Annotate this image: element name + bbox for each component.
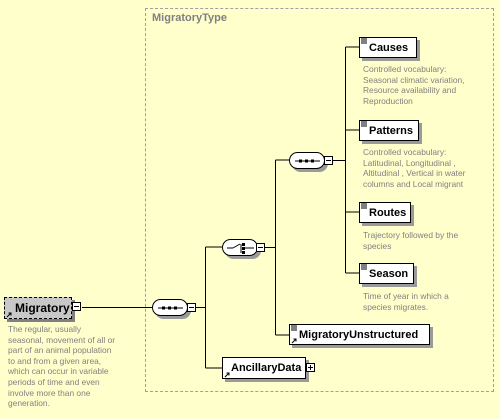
migratory-unstructured-label: MigratoryUnstructured <box>299 328 419 341</box>
routes-element[interactable]: Routes <box>359 202 411 223</box>
reference-arrow-icon <box>6 312 12 318</box>
collapse-icon[interactable] <box>187 303 196 312</box>
sequence-icon <box>295 159 320 163</box>
collapse-icon[interactable] <box>324 156 333 165</box>
attribute-lines-icon <box>361 264 367 270</box>
causes-documentation: Controlled vocabulary: Seasonal climatic… <box>363 64 465 106</box>
migratory-unstructured-element[interactable]: MigratoryUnstructured <box>289 324 430 345</box>
season-label: Season <box>369 267 409 280</box>
patterns-documentation: Controlled vocabulary: Latitudinal, Long… <box>363 147 466 189</box>
reference-arrow-icon <box>291 338 297 344</box>
collapse-icon[interactable] <box>256 243 265 252</box>
attribute-lines-icon <box>361 121 367 127</box>
season-element[interactable]: Season <box>359 263 414 284</box>
migratory-documentation: The regular, usually seasonal, movement … <box>8 324 116 409</box>
inner-sequence-compositor[interactable] <box>289 152 325 169</box>
expand-icon[interactable] <box>306 363 315 372</box>
attribute-lines-icon <box>361 38 367 44</box>
routes-documentation: Trajectory followed by the species <box>363 230 459 251</box>
patterns-label: Patterns <box>369 124 414 137</box>
sequence-compositor[interactable] <box>152 299 188 316</box>
patterns-element[interactable]: Patterns <box>359 120 419 141</box>
type-title: MigratoryType <box>152 12 227 24</box>
choice-compositor[interactable] <box>222 239 258 256</box>
ancillary-data-label: AncillaryData <box>231 362 302 374</box>
routes-label: Routes <box>369 206 407 219</box>
migratory-element[interactable]: Migratory <box>4 297 72 319</box>
reference-arrow-icon <box>224 372 230 378</box>
ancillary-data-element[interactable]: AncillaryData <box>222 357 306 379</box>
migratory-label: Migratory <box>15 301 70 315</box>
collapse-icon[interactable] <box>72 302 81 311</box>
season-documentation: Time of year in which a species migrates… <box>363 291 449 312</box>
causes-element[interactable]: Causes <box>359 37 417 58</box>
attribute-lines-icon <box>361 203 367 209</box>
choice-icon <box>227 243 254 254</box>
causes-label: Causes <box>369 41 409 54</box>
sequence-icon <box>158 306 183 310</box>
attribute-lines-icon <box>291 325 297 331</box>
migratory-type-box <box>145 8 494 392</box>
